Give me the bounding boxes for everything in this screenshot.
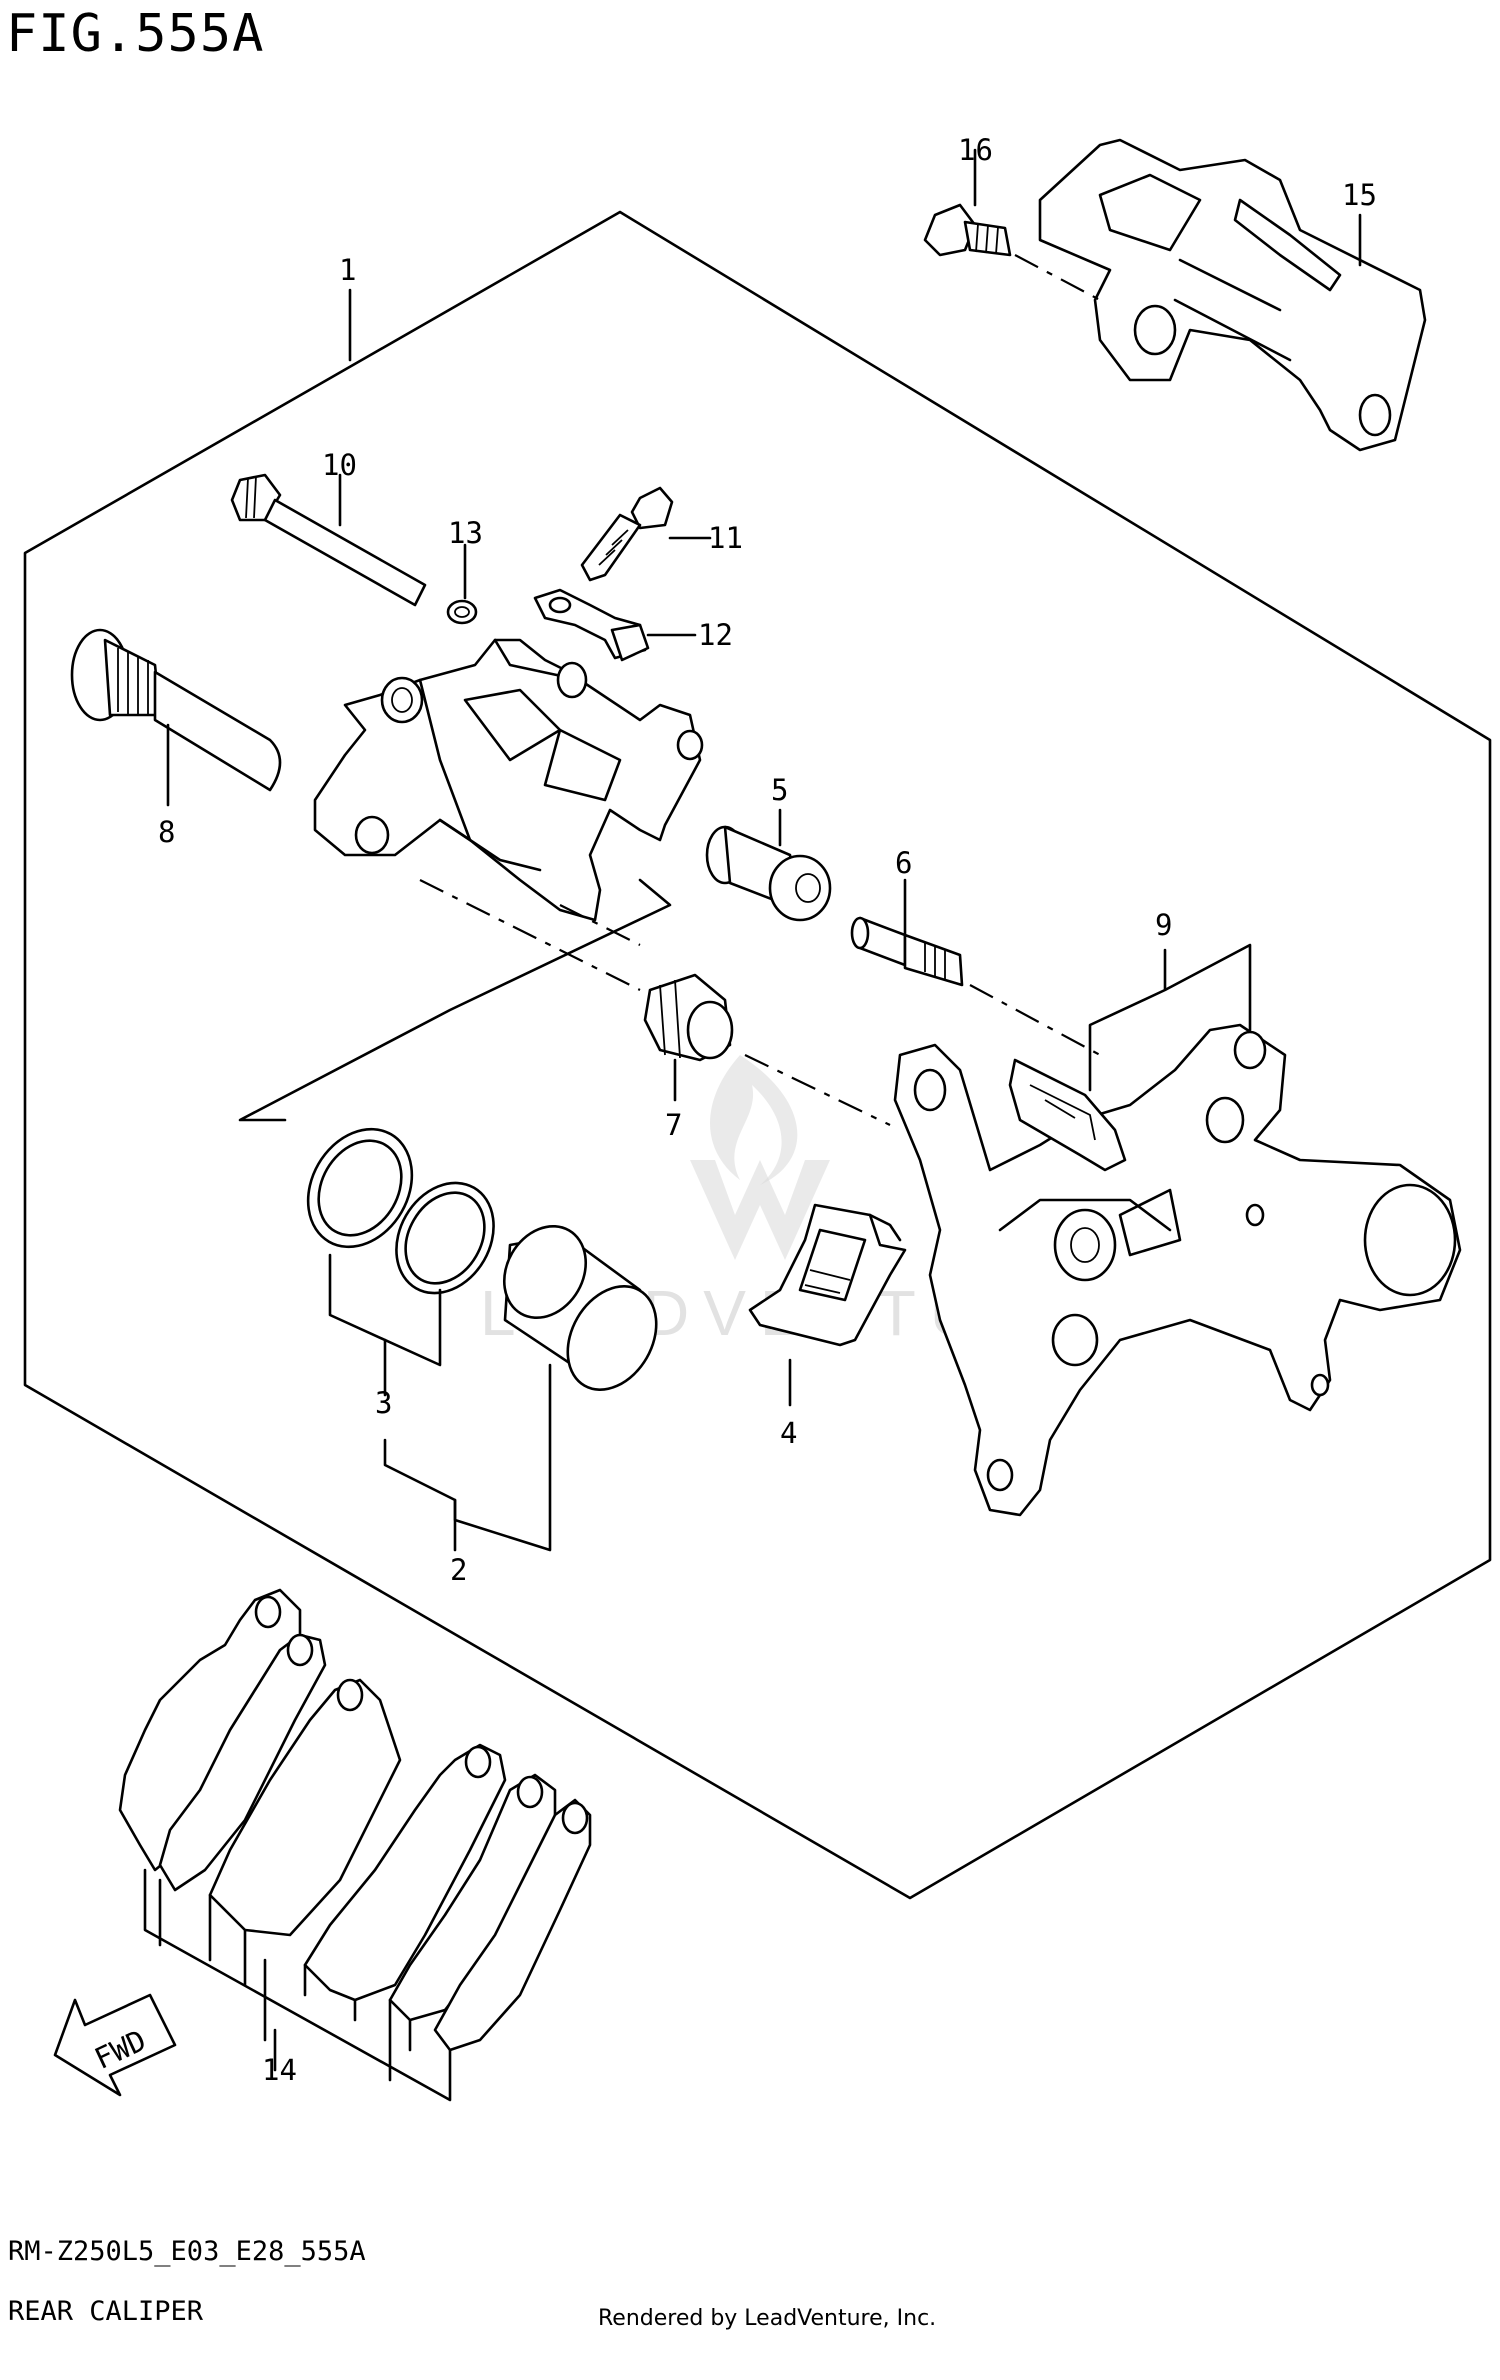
- callout-4: 4: [780, 1416, 797, 1450]
- part-4-pad-spring: [748, 1203, 907, 1347]
- part-8-slide-pin: [70, 628, 282, 792]
- part-2-piston: [502, 1224, 658, 1391]
- callout-8: 8: [158, 815, 175, 849]
- callout-1: 1: [339, 253, 356, 287]
- callout-11: 11: [708, 521, 743, 555]
- part-9-bracket: [893, 1023, 1462, 1517]
- caliper-body: [313, 638, 704, 922]
- callout-16: 16: [958, 133, 993, 167]
- part-12-bleeder-cap: [533, 588, 650, 662]
- assembly-outline: [23, 210, 1492, 1900]
- rendered-by-credit: Rendered by LeadVenture, Inc.: [598, 2306, 937, 2331]
- watermark-logo: [690, 1055, 830, 1260]
- figure-title: FIG.555A: [6, 4, 265, 64]
- callout-6: 6: [895, 846, 912, 880]
- part-14-brake-pads: [118, 1588, 592, 2102]
- callout-15: 15: [1342, 178, 1377, 212]
- callout-3: 3: [375, 1386, 392, 1420]
- part-16-bolt: [923, 203, 1101, 301]
- callout-9: 9: [1155, 908, 1172, 942]
- callout-numbers: 1 2 3 4 5 6 7 8 9 10 11 12 13 14 15 16: [158, 133, 1377, 2087]
- part-10-pad-pin: [230, 473, 427, 607]
- callout-7: 7: [665, 1108, 682, 1142]
- callout-14: 14: [262, 2053, 297, 2087]
- part-6-pin: [850, 916, 1101, 1056]
- part-15-caliper-guard: [1038, 138, 1427, 452]
- callout-2: 2: [450, 1553, 467, 1587]
- part-11-bleeder-valve: [580, 486, 674, 582]
- part-5-sleeve: [705, 825, 832, 922]
- part-13-o-ring: [446, 599, 478, 625]
- figure-name: REAR CALIPER: [8, 2296, 204, 2327]
- callout-13: 13: [448, 516, 483, 550]
- callout-12: 12: [698, 618, 733, 652]
- callout-5: 5: [771, 773, 788, 807]
- part-7-boot: [643, 973, 734, 1062]
- leader-lines: [166, 148, 1362, 2072]
- part-3-seals: [306, 1127, 495, 1295]
- fwd-arrow-icon: [53, 1993, 177, 2097]
- callout-10: 10: [322, 448, 357, 482]
- figure-code: RM-Z250L5_E03_E28_555A: [8, 2236, 366, 2267]
